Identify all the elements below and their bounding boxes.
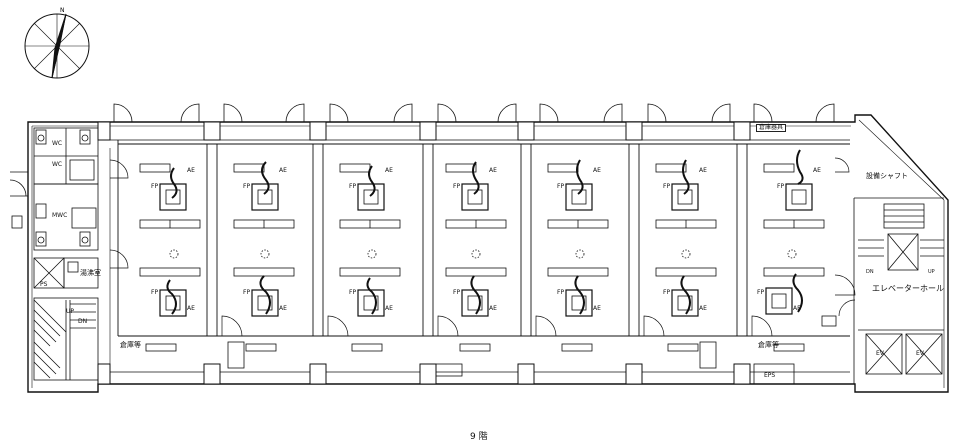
building-outline	[27, 114, 949, 393]
label-ae: AE	[489, 305, 497, 312]
label-fp: FP	[453, 183, 461, 190]
label-up-right: UP	[928, 269, 935, 275]
label-ae: AE	[489, 167, 497, 174]
label-ae: AE	[593, 305, 601, 312]
label-eps: EPS	[764, 372, 776, 379]
label-ae: AE	[279, 305, 287, 312]
north-compass	[24, 13, 90, 79]
label-ae: AE	[279, 167, 287, 174]
label-ae: AE	[385, 305, 393, 312]
service-core-left	[9, 127, 99, 381]
service-core-right	[753, 203, 944, 385]
label-ae: AE	[385, 167, 393, 174]
label-kitchen: 湯沸室	[80, 269, 101, 277]
label-ae: AE	[593, 167, 601, 174]
fixture-row-top	[139, 163, 795, 173]
label-ae: AE	[699, 167, 707, 174]
hvac-bay	[251, 161, 279, 317]
label-dn-right: DN	[866, 269, 874, 275]
label-fp: FP	[453, 289, 461, 296]
label-elevator-hall: エレベーターホール	[872, 284, 944, 293]
room-partitions	[117, 140, 850, 337]
label-fp: FP	[151, 289, 159, 296]
label-ae: AE	[699, 305, 707, 312]
fixture-row-bottom	[145, 341, 805, 377]
floor-label: 9 階	[470, 432, 488, 442]
structural-columns	[97, 121, 751, 385]
label-fp: FP	[663, 289, 671, 296]
label-fp: FP	[349, 183, 357, 190]
label-fp: FP	[777, 183, 785, 190]
label-equipment-shaft: 設備シャフト	[866, 172, 908, 180]
label-ae: AE	[187, 305, 195, 312]
label-fp: FP	[349, 289, 357, 296]
label-top-room: 倉庫器具	[756, 124, 787, 132]
hvac-bay	[565, 159, 593, 317]
compass-north-label: N	[60, 7, 65, 14]
label-wc-2: WC	[52, 140, 63, 147]
hvac-bay	[357, 165, 385, 317]
label-dn: DN	[78, 318, 88, 325]
hvac-bay	[461, 161, 489, 317]
label-ev-1: EV	[876, 350, 884, 357]
label-ev-2: EV	[916, 350, 924, 357]
label-fp: FP	[243, 183, 251, 190]
door-swings-top	[113, 103, 835, 123]
door-swings-interior	[109, 157, 856, 337]
label-ae: AE	[813, 167, 821, 174]
label-wc-1: WC	[52, 161, 63, 168]
label-ae: AE	[187, 167, 195, 174]
label-mwc: MWC	[52, 212, 68, 219]
label-fp: FP	[243, 289, 251, 296]
hvac-bay	[765, 149, 813, 315]
fixture-row-mid	[139, 267, 825, 277]
label-up: UP	[66, 308, 75, 315]
label-storage-right: 倉庫等	[758, 341, 779, 349]
label-storage-left: 倉庫等	[120, 341, 141, 349]
label-fp: FP	[151, 183, 159, 190]
label-fp: FP	[757, 289, 765, 296]
label-ae: AE	[793, 305, 801, 312]
label-fp: FP	[557, 289, 565, 296]
hvac-bay	[671, 159, 699, 317]
hvac-bay	[159, 167, 187, 317]
label-ps: PS	[40, 281, 48, 288]
label-fp: FP	[663, 183, 671, 190]
label-fp: FP	[557, 183, 565, 190]
fixture-row-upper	[139, 219, 825, 229]
light-fixtures	[139, 163, 825, 377]
hvac-units	[159, 149, 813, 317]
